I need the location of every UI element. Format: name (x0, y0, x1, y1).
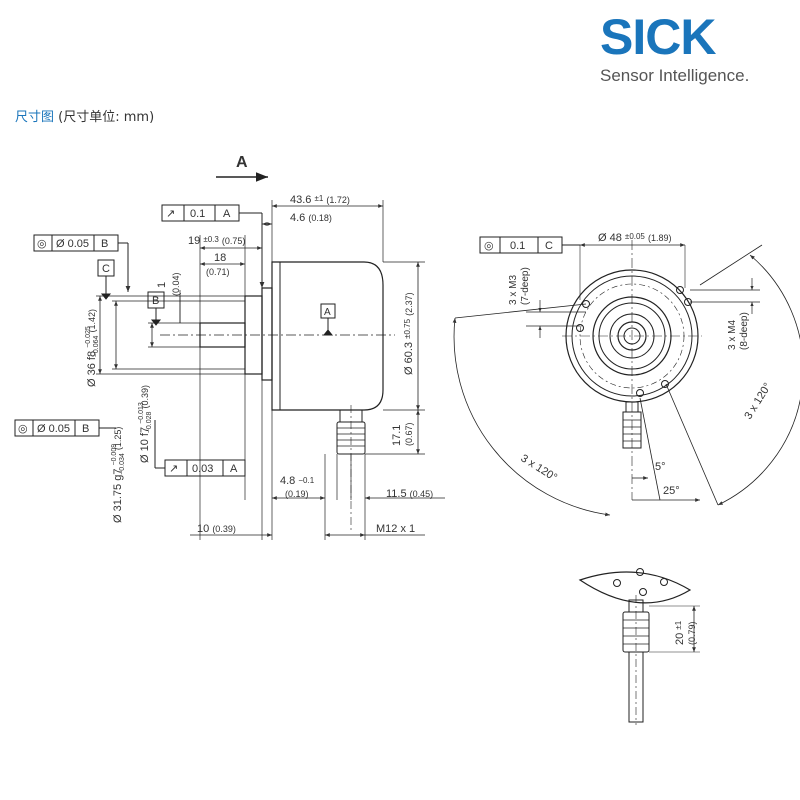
flange (261, 287, 273, 381)
m4-depth: (8-deep) (739, 312, 750, 350)
angle-5: 5° (655, 461, 666, 473)
m3-callout (526, 300, 586, 338)
dim-conn-offset-inch: (0.19) (285, 489, 309, 499)
tol-conc-top: ◎ Ø 0.05 B (33, 234, 131, 292)
datum-c-triangle (100, 293, 112, 300)
dim-usable-len-inch: (0.71) (206, 267, 230, 277)
cable-length: 20 ±1 (674, 620, 686, 645)
tol-conc-top-value: Ø 0.05 (56, 238, 89, 250)
cable (628, 651, 644, 723)
dim-thread: M12 x 1 (376, 523, 415, 535)
front-tol-datum: C (545, 240, 553, 252)
tol-runout-bottom-symbol: ↗ (169, 463, 178, 475)
tol-conc-bottom-value: Ø 0.05 (37, 423, 70, 435)
front-tol-symbol: ◎ (484, 240, 494, 252)
front-view: ◎ 0.1 C Ø 48 ±0.05 (1.89) 3 x M3 (7-deep… (452, 230, 800, 517)
hole-m4-3 (661, 380, 669, 388)
tol-conc-top-datum: B (101, 238, 108, 250)
front-tol-conc: ◎ 0.1 C (479, 236, 580, 254)
datum-a-triangle (322, 329, 334, 336)
dim-conn-dia: 11.5 (0.45) (386, 488, 433, 500)
sick-logo-tagline: Sensor Intelligence. (600, 66, 750, 85)
tol-conc-top-symbol: ◎ (37, 238, 47, 250)
cable-hole-4 (639, 588, 647, 596)
dim-spigot-36: Ø 36 f8 −0.025 −0.064 (1.42) (81, 309, 101, 387)
dimension-lines (98, 204, 445, 537)
cable-hole-2 (636, 568, 644, 576)
cable-body-segment (578, 571, 692, 604)
dim-body-dia: Ø 60.3 ±0.75 (2.37) (401, 292, 415, 375)
tol-runout-top-symbol: ↗ (166, 208, 175, 220)
dim-collar-inch: (0.04) (171, 272, 181, 296)
cable-length-inch: (0.79) (687, 621, 697, 645)
tol-runout-bottom-datum: A (230, 463, 238, 475)
dim-flange: 4.6 (0.18) (290, 212, 332, 224)
angle-25: 25° (663, 485, 680, 497)
datum-b-triangle (150, 319, 162, 326)
m3-depth: (7-deep) (520, 267, 531, 305)
tol-runout-top-value: 0.1 (190, 208, 205, 220)
dim-bolt-circle: Ø 48 ±0.05 (1.89) (598, 230, 671, 244)
datum-c-label: C (102, 263, 110, 275)
tol-conc-bottom-symbol: ◎ (18, 423, 28, 435)
dim-shaft-len: 19 ±0.3 (0.75) (188, 233, 245, 247)
m4-callout (690, 278, 760, 314)
dim-shaft-dia: Ø 10 f7 −0.013 −0.028 (0.39) (134, 385, 154, 463)
heading-title: 尺寸图 (15, 110, 55, 125)
front-tol-value: 0.1 (510, 240, 525, 252)
datum-a-label: A (324, 307, 331, 318)
tol-runout-bottom: ↗ 0.03 A (154, 420, 246, 477)
page-heading: 尺寸图 (尺寸单位: mm) (15, 110, 154, 126)
tol-conc-bottom-datum: B (82, 423, 89, 435)
tol-runout-top-datum: A (223, 208, 231, 220)
side-view: A A ↗ 0.1 A (14, 154, 445, 540)
view-arrow-label: A (236, 154, 248, 171)
extension-lines (96, 200, 425, 540)
cable-hole-3 (660, 578, 668, 586)
heading-unit-note: (尺寸单位: mm) (58, 110, 155, 125)
dim-collar: 1 (156, 282, 168, 288)
m4-label: 3 x M4 (727, 320, 738, 350)
dim-usable-len: 18 (214, 252, 226, 264)
tol-conc-bottom: ◎ Ø 0.05 B (14, 419, 116, 437)
dim-spigot-3175: Ø 31.75 g7 −0.009 −0.034 (1.25) (107, 427, 127, 523)
hole-m3-2 (676, 286, 684, 294)
hole-m3-3 (636, 389, 644, 397)
tol-runout-bottom-value: 0.03 (192, 463, 213, 475)
dim-conn-height-inch: (0.67) (404, 422, 414, 446)
m3-label: 3 x M3 (508, 275, 519, 305)
cable-hole-1 (613, 579, 621, 587)
angle-120-right: 3 x 120° (742, 381, 774, 422)
dim-shaft-front: 10 (0.39) (197, 523, 236, 535)
dim-conn-height: 17.1 (391, 425, 403, 446)
dim-conn-offset: 4.8 −0.1 (280, 475, 315, 487)
cable-view: 20 ±1 (0.79) (578, 568, 700, 725)
angle-arcs (452, 244, 800, 517)
dim-overall-len: 43.6 ±1 (1.72) (290, 192, 350, 206)
sick-logo-wordmark: SICK (600, 9, 716, 65)
encoder-body (271, 261, 384, 411)
